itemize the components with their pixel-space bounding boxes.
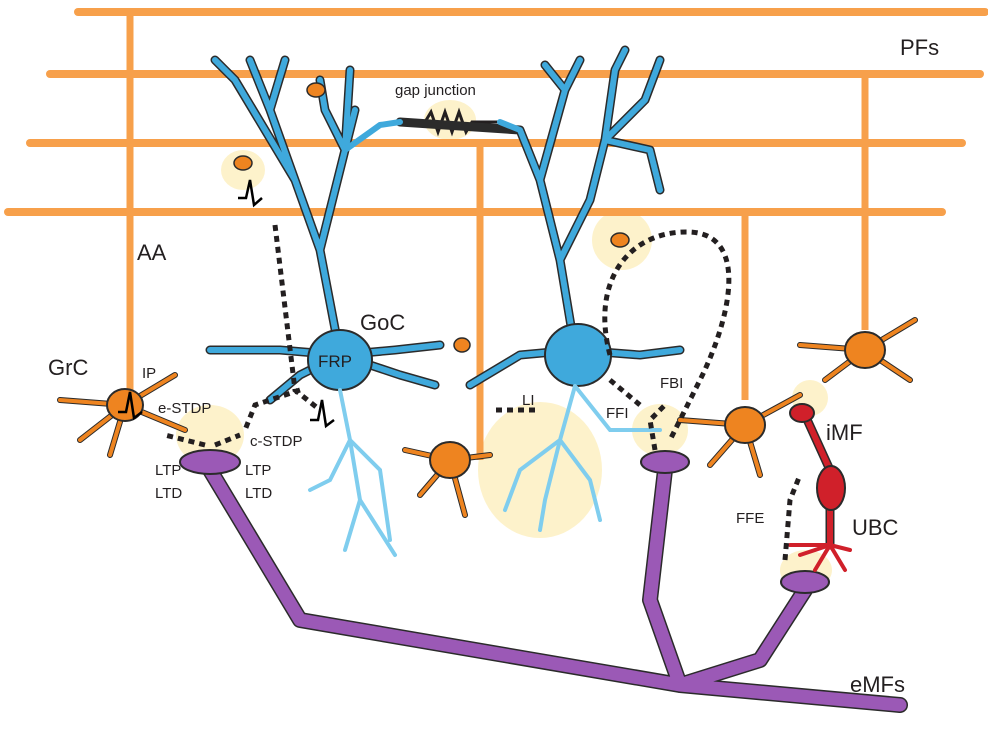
emf-branches — [203, 463, 907, 712]
label-ip: IP — [142, 365, 156, 382]
grc-right-dendrites — [678, 393, 802, 477]
label-ltp-left: LTP — [155, 462, 181, 479]
label-ltd-left: LTD — [155, 485, 182, 502]
goc-left-axon — [308, 388, 397, 557]
label-ubc: UBC — [852, 515, 899, 540]
granule-cell-far-right — [797, 317, 918, 383]
synapse-halos — [176, 100, 832, 590]
label-emfs: eMFs — [850, 672, 905, 697]
spike-goc — [310, 399, 335, 429]
mf-rosette-right — [640, 450, 690, 474]
halo-glomerulus-left — [176, 405, 244, 465]
arrow-ffi — [647, 403, 667, 451]
mf-rosette-ubc — [780, 570, 830, 594]
label-ffi: FFI — [606, 405, 629, 422]
ascending-axons — [126, 12, 869, 460]
imf-terminal — [789, 403, 815, 423]
signal-arrows — [118, 179, 803, 561]
label-pfs: PFs — [900, 35, 939, 60]
grc-center-dendrites — [403, 448, 492, 517]
mossy-fibers — [179, 449, 908, 713]
arrow-c-stdp — [242, 387, 301, 431]
arrow-ffe — [782, 474, 803, 561]
grc-center-soma — [429, 441, 471, 479]
grc-far-right-dendrites — [798, 318, 917, 382]
diagram-labels: PFs gap junction AA GoC FRP GrC IP e-STD… — [48, 35, 939, 697]
label-aa: AA — [137, 240, 167, 265]
granule-cells — [57, 82, 918, 518]
parallel-fibers — [4, 8, 988, 216]
goc-right-soma — [544, 323, 612, 387]
grc-left-dendrites — [58, 373, 187, 457]
pf-bouton-4 — [453, 337, 471, 353]
label-gap-junction: gap junction — [395, 82, 476, 99]
label-c-stdp: c-STDP — [250, 433, 303, 450]
granule-cell-center — [402, 441, 493, 518]
ubc-soma — [816, 465, 846, 511]
label-goc: GoC — [360, 310, 405, 335]
grc-far-right-soma — [844, 331, 886, 369]
unipolar-brush-cell — [788, 403, 852, 572]
label-ffe: FFE — [736, 510, 764, 527]
arrow-loop-fbi — [602, 229, 732, 442]
grc-right-soma — [724, 406, 766, 444]
mf-rosette-left — [179, 449, 241, 475]
label-e-stdp: e-STDP — [158, 400, 211, 417]
label-frp: FRP — [318, 352, 352, 371]
arrow-e-stdp-left — [164, 432, 206, 448]
pf-bouton-3 — [610, 232, 630, 248]
pf-bouton-2 — [233, 155, 253, 171]
ubc-brush — [788, 543, 852, 572]
spike-grc — [118, 391, 143, 421]
goc-right-dendrites — [342, 47, 683, 388]
golgi-cell-right — [342, 45, 685, 532]
granule-cell-left — [57, 372, 188, 458]
label-fbi: FBI — [660, 375, 683, 392]
arrow-fbi — [608, 378, 642, 407]
label-li: LI — [522, 392, 535, 409]
label-ltd-right: LTD — [245, 485, 272, 502]
label-grc: GrC — [48, 355, 88, 380]
label-ltp-right: LTP — [245, 462, 271, 479]
golgi-cell-left — [205, 55, 445, 557]
pf-bouton-1 — [306, 82, 326, 98]
arrow-e-stdp-right — [214, 432, 241, 448]
spike-top — [238, 179, 263, 208]
granule-cell-right — [677, 392, 803, 478]
goc-right-axon — [503, 384, 662, 532]
label-imf: iMF — [826, 420, 863, 445]
